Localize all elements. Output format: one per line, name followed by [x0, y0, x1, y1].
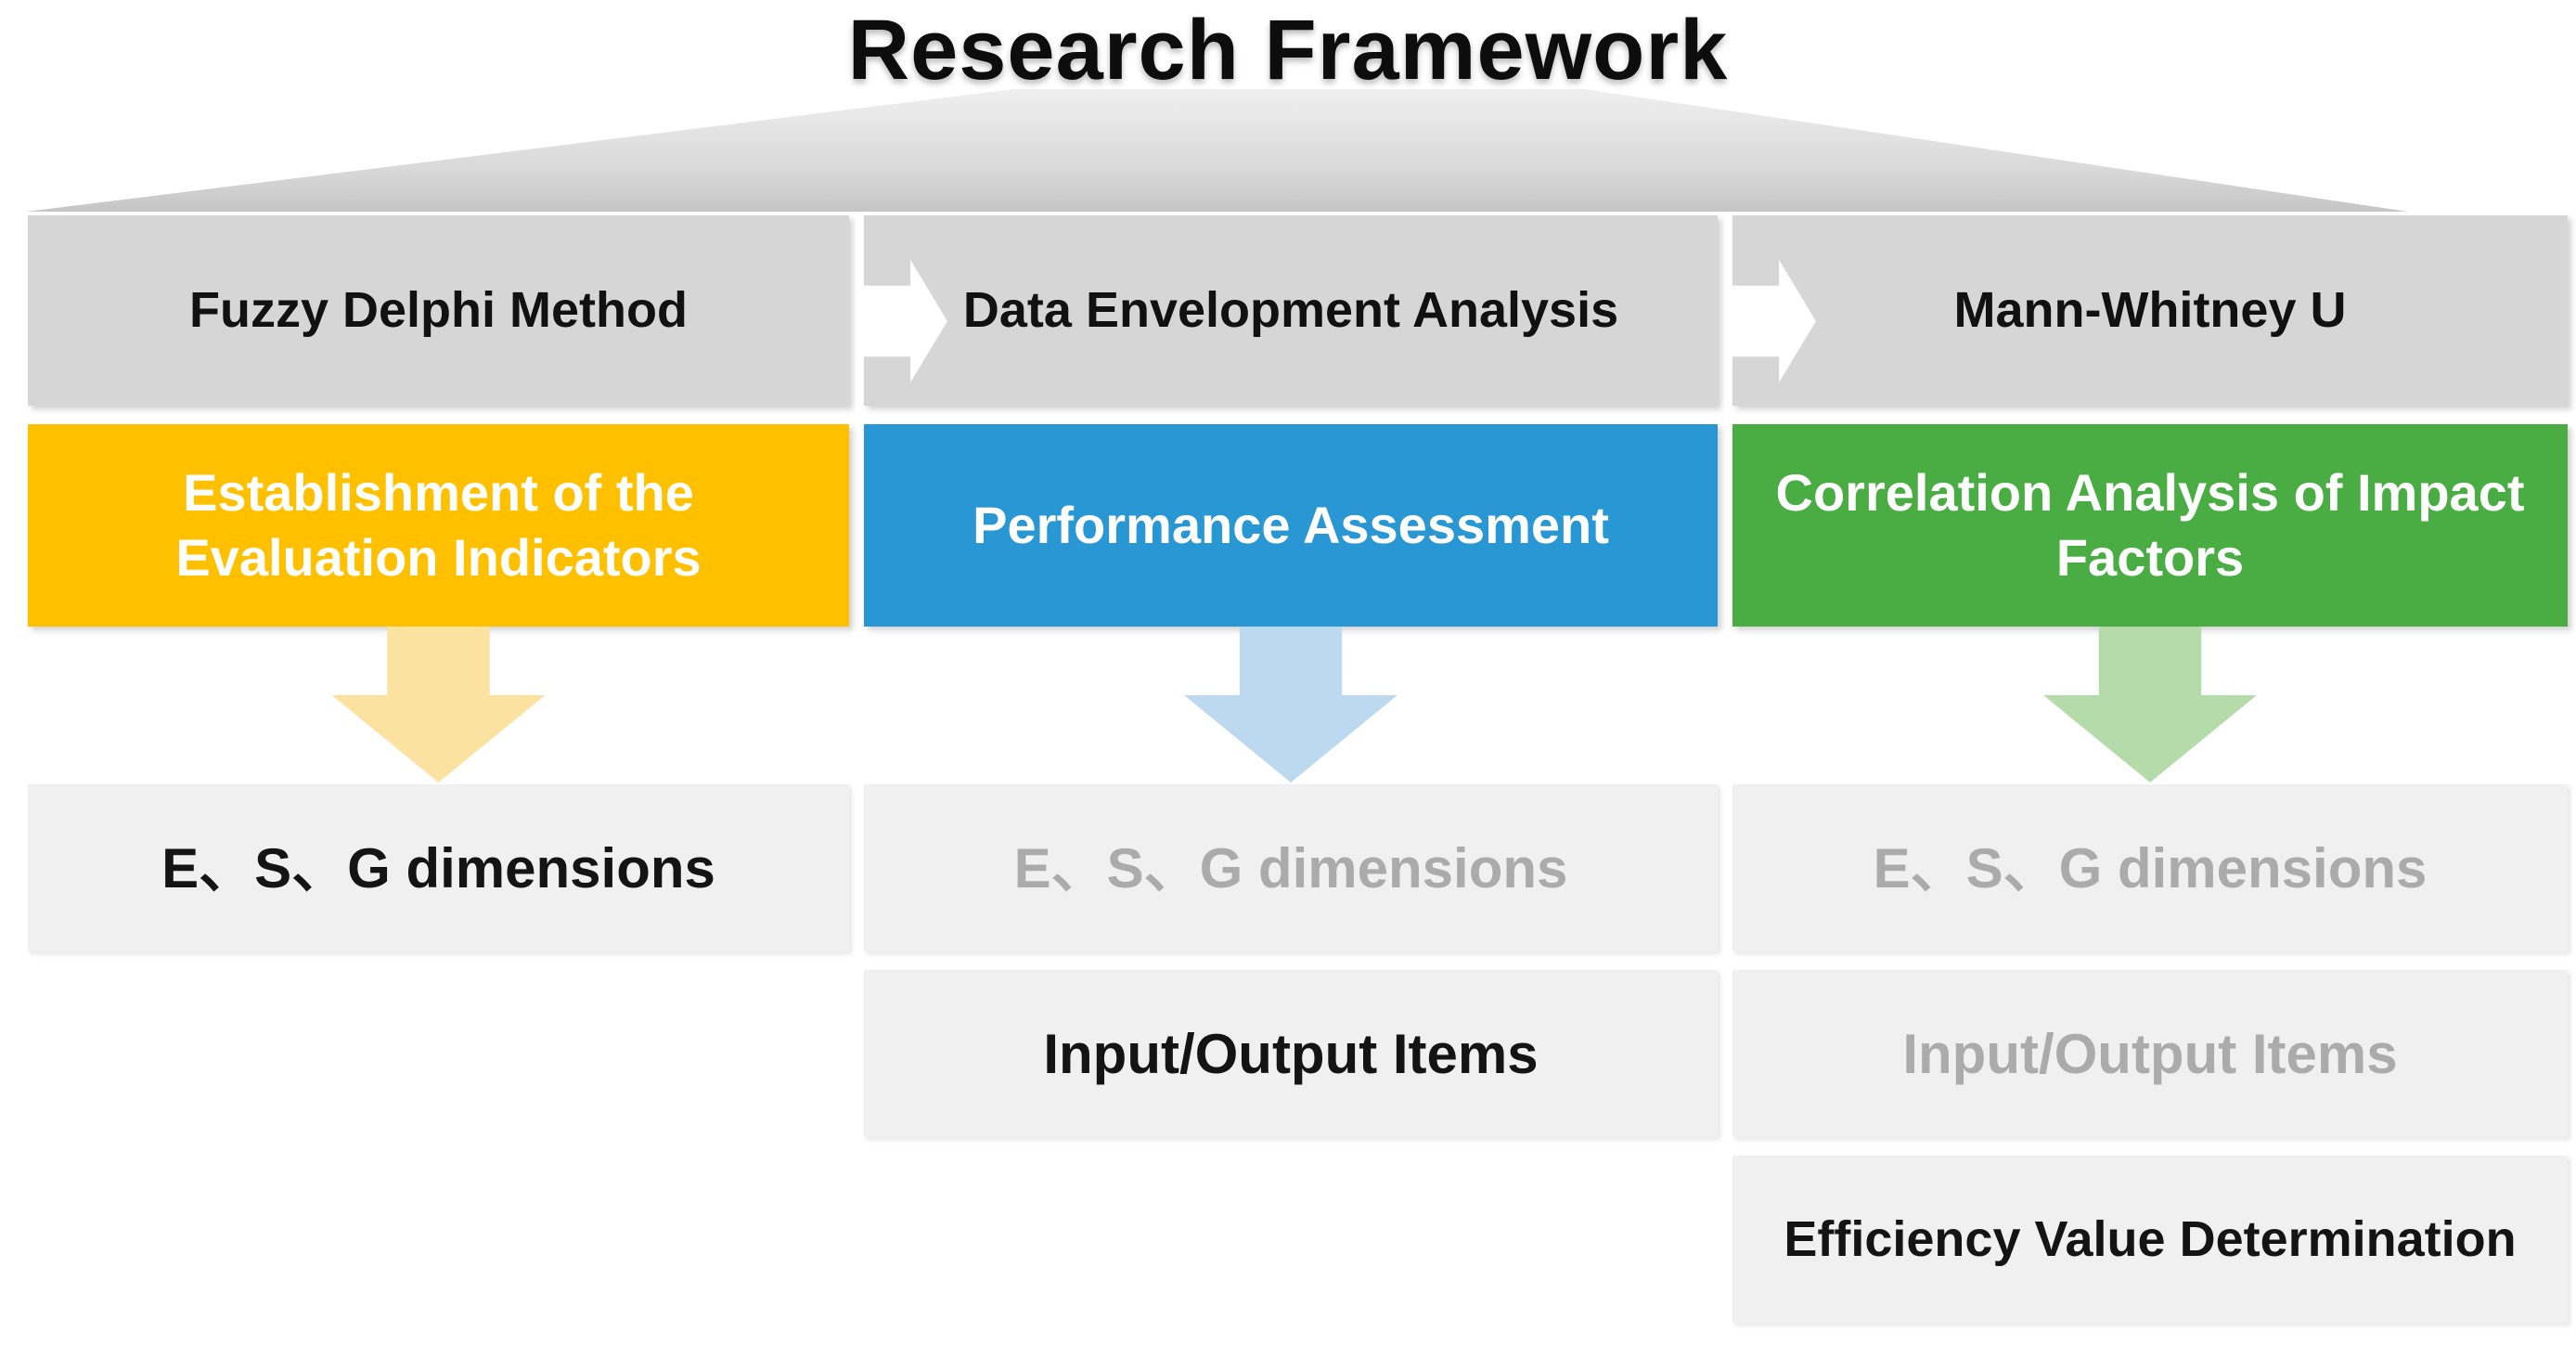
down-arrow-icon-green — [2043, 627, 2257, 782]
down-arrow-icon-yellow — [331, 627, 546, 782]
result-box-esg-dimensions-3: E、S、G dimensions — [1732, 784, 2568, 951]
method-header-mann-whitney: Mann-Whitney U — [1732, 215, 2568, 406]
step-box-correlation-analysis: Correlation Analysis of Impact Factors — [1732, 424, 2568, 627]
framework-columns: Fuzzy Delphi Method Establishment of the… — [28, 215, 2568, 1339]
diagram-title: Research Framework — [847, 3, 1729, 97]
down-arrow-icon-blue — [1184, 627, 1397, 782]
step-box-performance-assessment: Performance Assessment — [864, 424, 1718, 627]
result-box-efficiency-value-determination: Efficiency Value Determination — [1732, 1156, 2568, 1323]
result-box-input-output-items-1: Input/Output Items — [864, 970, 1718, 1137]
result-box-esg-dimensions-1: E、S、G dimensions — [28, 784, 849, 951]
method-header-dea: Data Envelopment Analysis — [864, 215, 1718, 406]
step-box-establishment-indicators: Establishment of the Evaluation Indicato… — [28, 424, 849, 627]
column-dea: Data Envelopment Analysis Performance As… — [864, 215, 1718, 1154]
result-box-esg-dimensions-2: E、S、G dimensions — [864, 784, 1718, 951]
method-header-fuzzy-delphi: Fuzzy Delphi Method — [28, 215, 849, 406]
column-mann-whitney: Mann-Whitney U Correlation Analysis of I… — [1732, 215, 2568, 1339]
column-fuzzy-delphi: Fuzzy Delphi Method Establishment of the… — [28, 215, 849, 968]
result-box-input-output-items-2: Input/Output Items — [1732, 970, 2568, 1137]
